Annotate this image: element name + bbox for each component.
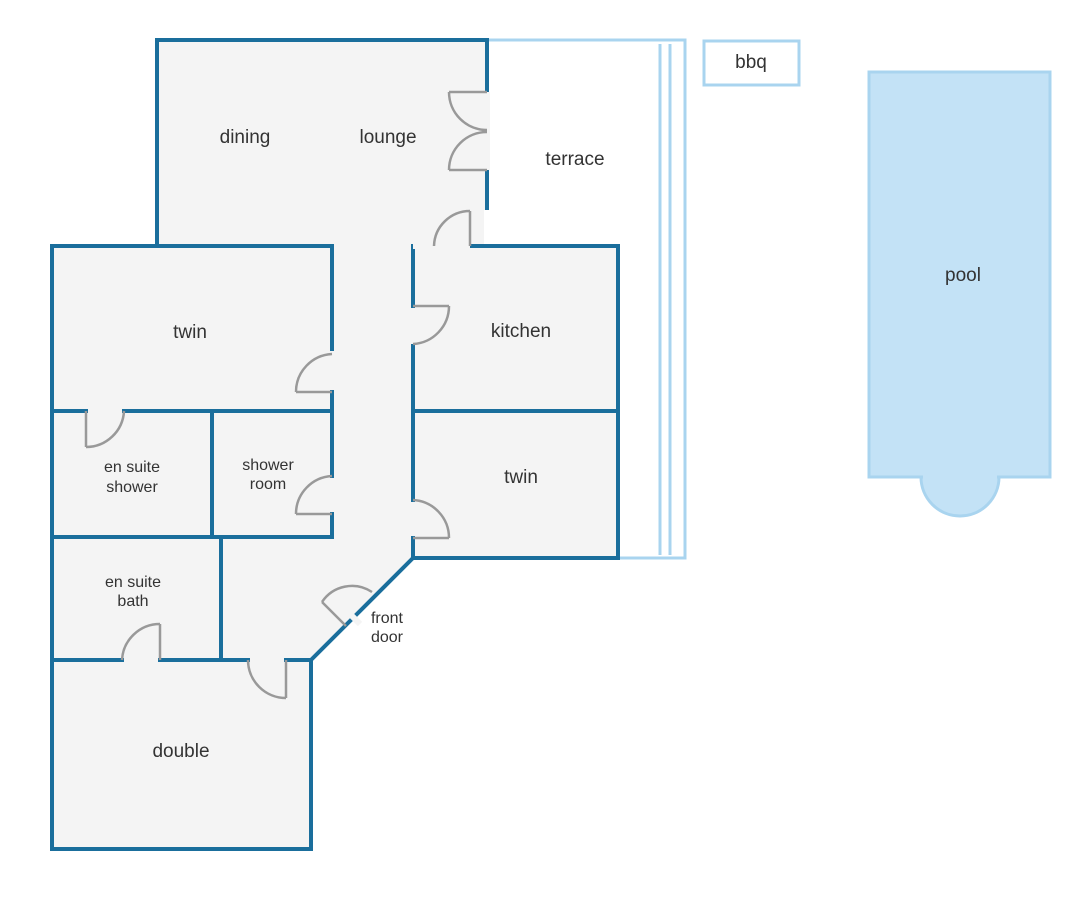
door <box>432 209 472 247</box>
bbq-box <box>702 39 801 87</box>
label-pool: pool <box>945 265 981 286</box>
label-shower-room-line2: room <box>250 476 286 493</box>
label-double: double <box>152 741 209 762</box>
door <box>246 659 288 700</box>
door <box>120 622 162 661</box>
label-bbq: bbq <box>735 52 767 73</box>
label-en-suite-bath-line1: en suite <box>105 574 161 591</box>
label-front-door-line2: door <box>371 629 404 646</box>
doors <box>84 90 488 700</box>
terrace-outline <box>487 38 687 560</box>
label-lounge: lounge <box>359 127 416 148</box>
label-en-suite-shower-line1: en suite <box>104 459 160 476</box>
door <box>84 410 126 449</box>
label-twin-left: twin <box>173 322 207 343</box>
label-kitchen: kitchen <box>491 321 551 342</box>
label-en-suite-shower-line2: shower <box>106 479 158 496</box>
house-floor <box>52 40 618 849</box>
label-shower-room-line1: shower <box>242 457 294 474</box>
label-front-door-line1: front <box>371 610 404 627</box>
door <box>412 304 451 346</box>
label-terrace: terrace <box>545 149 604 170</box>
door <box>294 474 333 516</box>
door <box>412 498 451 540</box>
pool <box>867 70 1052 518</box>
label-dining: dining <box>220 127 271 148</box>
label-en-suite-bath-line2: bath <box>117 593 148 610</box>
label-twin-right: twin <box>504 467 538 488</box>
door <box>294 352 333 394</box>
front-door-swing <box>320 584 373 627</box>
double-door <box>447 90 488 172</box>
